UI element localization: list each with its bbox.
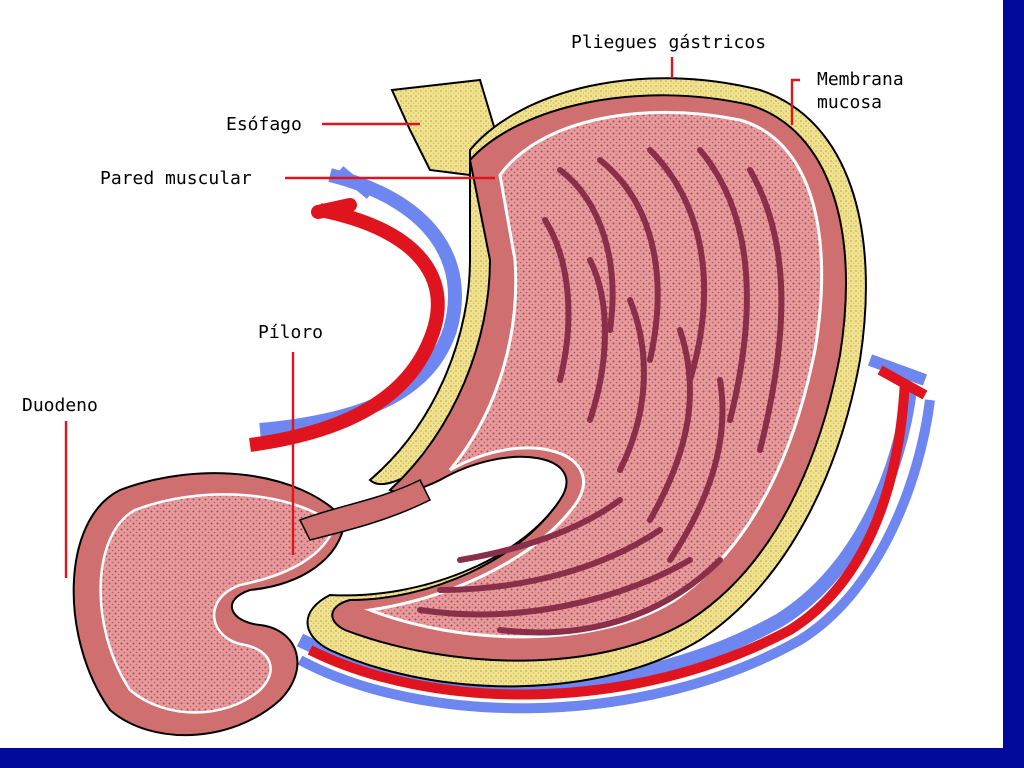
stomach-diagram: Pliegues gástricos Membrana mucosa Esófa…	[22, 32, 935, 737]
gastric-folds	[417, 147, 785, 636]
label-esofago: Esófago	[226, 114, 302, 135]
label-piloro: Píloro	[258, 322, 323, 343]
diagram-canvas: Pliegues gástricos Membrana mucosa Esófa…	[0, 0, 1003, 748]
label-pared-muscular: Pared muscular	[100, 168, 252, 189]
label-membrana: Membrana	[817, 69, 904, 90]
label-duodeno: Duodeno	[22, 395, 98, 416]
label-pliegues-gastricos: Pliegues gástricos	[571, 32, 766, 53]
pylorus-shape	[298, 478, 432, 541]
leader-lines	[64, 57, 800, 578]
gastric-mucosa	[364, 110, 824, 639]
label-mucosa: mucosa	[817, 92, 882, 113]
duodenum-mucosa	[99, 493, 337, 714]
